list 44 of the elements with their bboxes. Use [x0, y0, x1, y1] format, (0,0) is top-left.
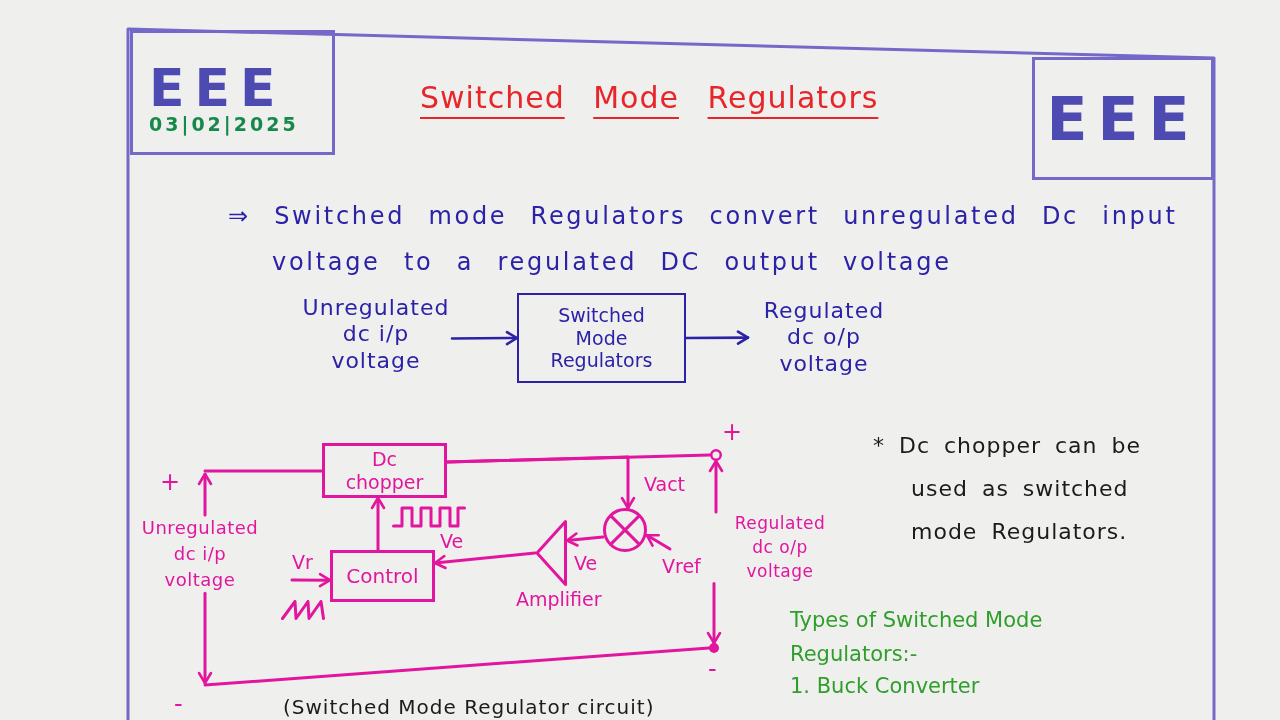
box-label: Switched Mode Regulators — [549, 303, 654, 373]
arrow — [706, 581, 722, 645]
wire — [203, 469, 324, 473]
terminal-circle — [710, 449, 722, 461]
list-item: 1. Buck Converter — [790, 673, 980, 699]
arrow — [433, 551, 537, 570]
caption: (Switched Mode Regulator circuit) — [283, 695, 655, 719]
polarity-sign: - — [174, 690, 183, 718]
text-label: Regulated dc o/p voltage — [710, 512, 836, 584]
header-text: EEE — [149, 63, 286, 113]
arrow — [445, 455, 636, 510]
arrow — [565, 532, 605, 547]
node-caption: Amplifier — [516, 588, 602, 610]
arrow — [450, 330, 519, 346]
header-box — [1032, 57, 1214, 180]
text-label: Unregulated dc i/p voltage — [300, 295, 452, 375]
arrow — [708, 459, 724, 514]
header-box — [130, 30, 335, 155]
note-text: * Dc chopper can be used as switched mode Regulators. — [873, 432, 1143, 546]
arrow — [645, 533, 672, 551]
list-heading: Types of Switched Mode Regulators:- — [790, 607, 1044, 668]
arrow — [197, 591, 213, 685]
text-label: Unregulated dc i/p voltage — [140, 515, 260, 594]
polarity-sign: - — [708, 655, 717, 683]
polarity-sign: + — [722, 418, 743, 446]
box-label: Dc chopper — [344, 447, 425, 494]
header-text: EEE — [1046, 93, 1200, 144]
amplifier-triangle — [535, 520, 567, 586]
process-box — [330, 550, 435, 602]
wire — [203, 646, 711, 687]
polarity-sign: + — [160, 468, 181, 496]
terminal-dot — [709, 643, 719, 653]
arrow — [684, 330, 750, 345]
body-text: ⇒ Switched mode Regulators convert unregulated Dc input voltage to a regulated DC output voltage — [228, 201, 1179, 278]
arrow — [197, 472, 213, 517]
process-box — [322, 443, 447, 498]
title: Switched Mode Regulators — [420, 80, 879, 115]
arrow — [290, 572, 332, 588]
process-box — [517, 293, 686, 383]
summing-junction — [603, 508, 647, 552]
arrow — [370, 496, 386, 552]
date-text: 03|02|2025 — [149, 113, 300, 135]
text-label: Regulated dc o/p voltage — [748, 298, 900, 378]
box-label: Control — [346, 564, 419, 588]
